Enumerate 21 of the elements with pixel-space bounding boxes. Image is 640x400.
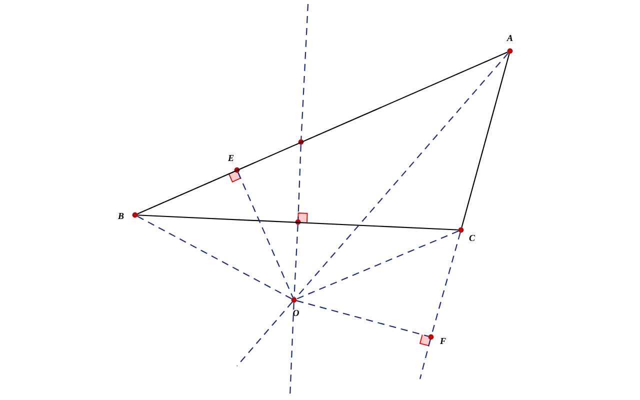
point-label: B	[118, 213, 124, 219]
dashed-line	[236, 302, 293, 366]
triangle-side	[138, 214, 458, 230]
dashed-line	[289, 302, 294, 396]
point-label: F	[440, 338, 446, 344]
dashed-line	[296, 300, 429, 337]
triangle-side	[137, 52, 508, 214]
dashed-line	[137, 216, 292, 300]
dashed-line	[294, 224, 298, 298]
point-label: C	[469, 234, 476, 242]
dashed-line	[295, 52, 509, 298]
point-label: A	[506, 35, 513, 41]
dashed-line	[419, 339, 431, 380]
dashed-line	[298, 144, 302, 220]
triangle-side	[461, 53, 510, 228]
point-label: O	[293, 310, 299, 316]
dashed-line	[300, 4, 309, 140]
dashed-line	[296, 230, 459, 300]
dashed-line	[431, 232, 461, 335]
dashed-line	[238, 172, 294, 298]
point-label: E	[228, 155, 234, 161]
